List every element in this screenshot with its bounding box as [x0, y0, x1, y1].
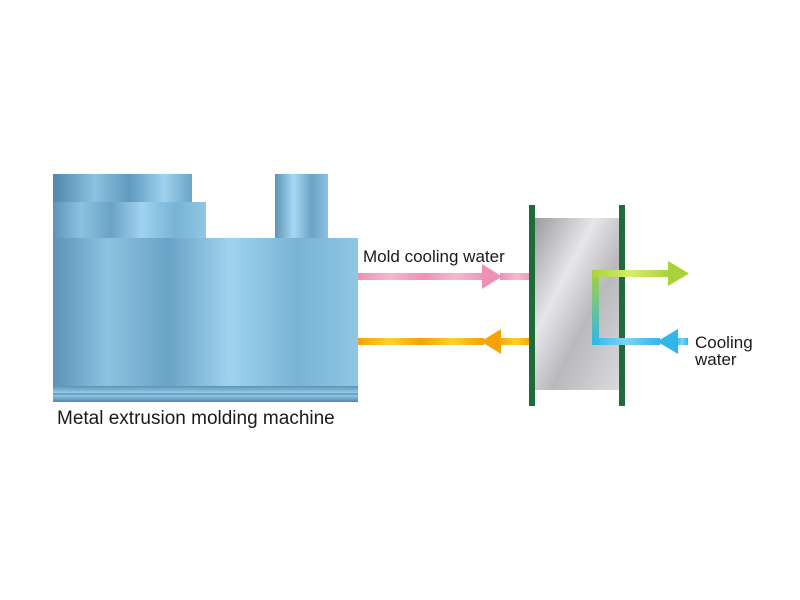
machine-top-cylinder: [53, 174, 192, 202]
cooling-water-pipe-into-exchanger: [592, 338, 660, 345]
cooling-water-label-line1: Cooling: [695, 333, 753, 352]
cooling-water-inner-loop: [592, 270, 599, 345]
machine-main-body: [53, 238, 358, 388]
mold-water-out-pipe: [358, 273, 488, 280]
cooling-water-label-line2: water: [694, 350, 737, 369]
cooling-water-circuit: [592, 261, 689, 354]
cooling-water-in-pipe: [676, 338, 688, 345]
exchanger-right-frame: [619, 205, 625, 406]
exchanger-left-frame: [529, 205, 535, 406]
machine-upper-body: [53, 202, 206, 242]
exchanger-plate: [533, 218, 622, 390]
extrusion-machine: [53, 174, 358, 402]
arrow-right-icon: [668, 261, 689, 286]
machine-chimney: [275, 174, 328, 240]
arrow-left-icon: [657, 329, 678, 354]
mold-water-return-pipe: [358, 338, 484, 345]
machine-label: Metal extrusion molding machine: [57, 408, 335, 429]
heat-exchanger: [529, 205, 625, 406]
cooling-water-out-pipe: [592, 270, 670, 277]
arrow-left-icon: [481, 329, 501, 354]
mold-water-label: Mold cooling water: [363, 247, 505, 266]
arrow-right-icon: [482, 264, 502, 289]
